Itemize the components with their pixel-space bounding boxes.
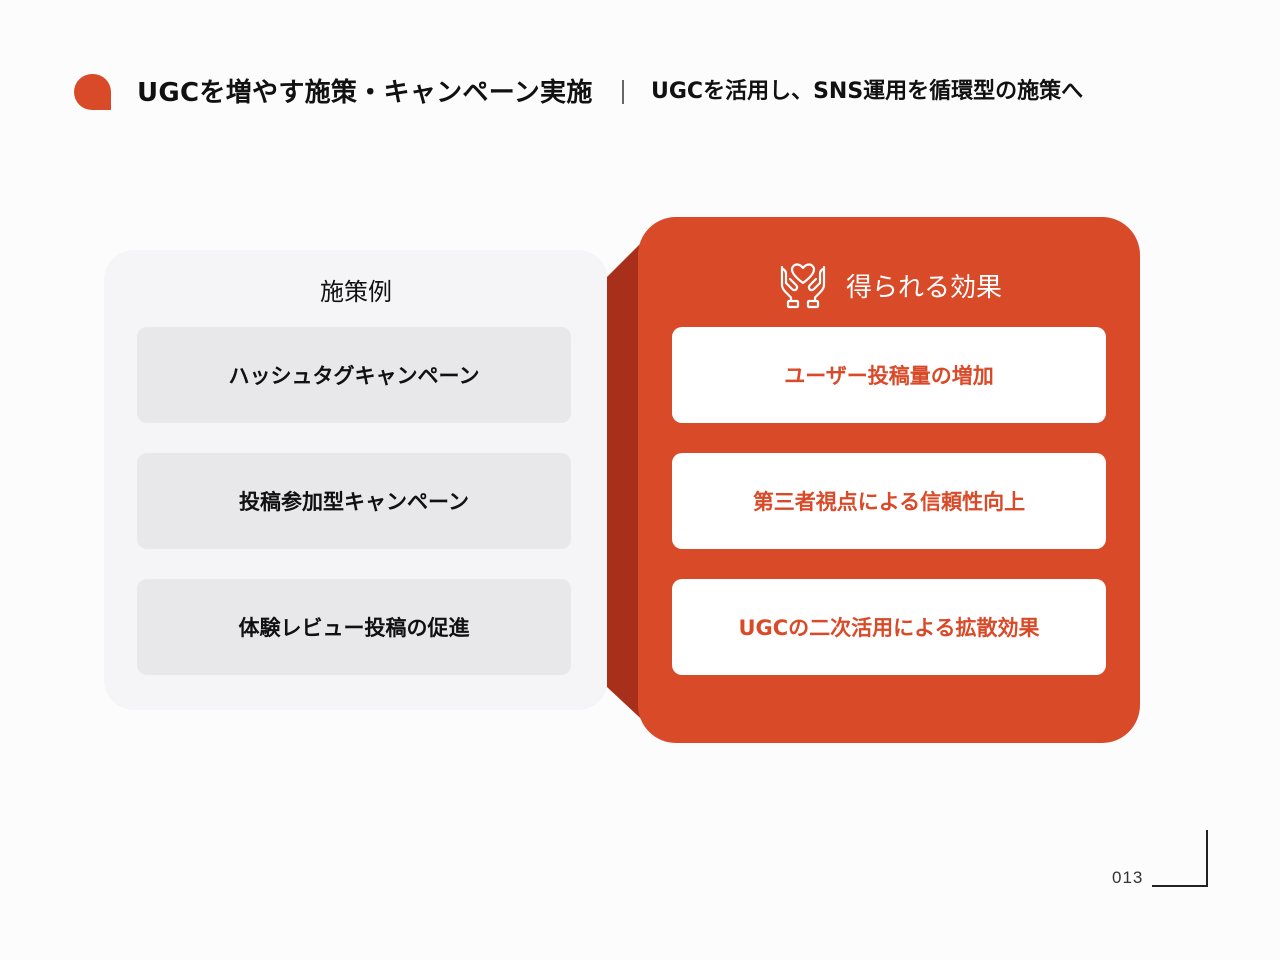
page-number: 013	[1112, 868, 1144, 887]
page-title: UGCを増やす施策・キャンペーン実施	[137, 78, 593, 108]
page-corner-mark-vertical	[1206, 830, 1208, 886]
effects-header: 得られる効果	[778, 260, 1002, 310]
measure-card: ハッシュタグキャンペーン	[137, 327, 571, 423]
page-corner-mark-horizontal	[1152, 885, 1208, 887]
measure-card: 体験レビュー投稿の促進	[137, 579, 571, 675]
page-subtitle: UGCを活用し、SNS運用を循環型の施策へ	[651, 79, 1084, 104]
effect-card: 第三者視点による信頼性向上	[672, 453, 1106, 549]
effects-heading: 得られる効果	[846, 272, 1003, 303]
effect-card: UGCの二次活用による拡散効果	[672, 579, 1106, 675]
title-divider	[622, 80, 624, 104]
measures-heading: 施策例	[320, 278, 392, 306]
header-accent-icon	[74, 74, 111, 110]
measure-card: 投稿参加型キャンペーン	[137, 453, 571, 549]
effect-card: ユーザー投稿量の増加	[672, 327, 1106, 423]
hands-heart-icon	[778, 261, 828, 309]
